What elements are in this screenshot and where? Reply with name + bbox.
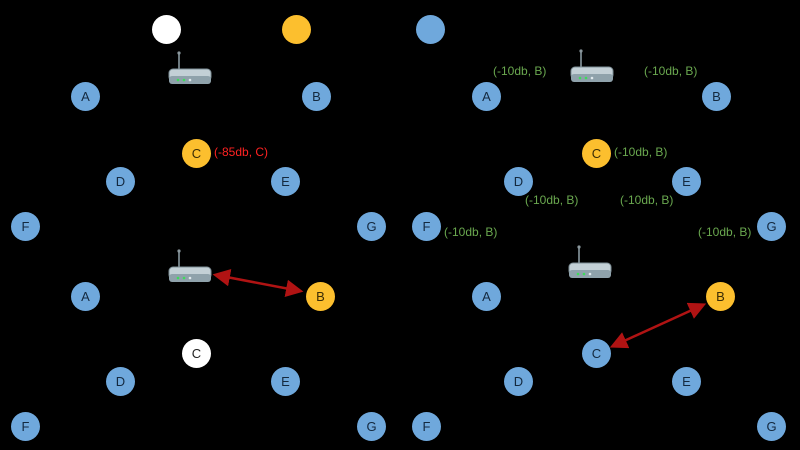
node-E: E (672, 167, 701, 196)
node-E: E (672, 367, 701, 396)
node-C: C (182, 339, 211, 368)
C-to-B-arrow (609, 302, 707, 349)
signal-annotation: (-10db, B) (644, 64, 698, 78)
node-A: A (71, 282, 100, 311)
node-G: G (757, 212, 786, 241)
legend-white-circle (152, 15, 181, 44)
node-A: A (472, 282, 501, 311)
signal-annotation: (-85db, C) (214, 145, 269, 159)
node-D: D (106, 367, 135, 396)
node-A: A (71, 82, 100, 111)
node-C: C (182, 139, 211, 168)
node-B: B (306, 282, 335, 311)
node-E: E (271, 167, 300, 196)
node-E: E (271, 367, 300, 396)
node-D: D (504, 167, 533, 196)
signal-annotation: (-10db, B) (698, 225, 752, 239)
node-D: D (106, 167, 135, 196)
node-G: G (757, 412, 786, 441)
legend-blue-circle (416, 15, 445, 44)
signal-annotation: (-10db, B) (620, 193, 674, 207)
node-B: B (302, 82, 331, 111)
node-G: G (357, 412, 386, 441)
node-F: F (11, 212, 40, 241)
node-B: B (702, 82, 731, 111)
node-C: C (582, 139, 611, 168)
wifi-router-icon (566, 244, 614, 286)
node-C: C (582, 339, 611, 368)
wifi-router-icon (166, 248, 214, 290)
router-to-B-arrow (212, 269, 304, 297)
wifi-router-icon (166, 50, 214, 92)
node-F: F (412, 412, 441, 441)
node-F: F (412, 212, 441, 241)
node-G: G (357, 212, 386, 241)
signal-annotation: (-10db, B) (493, 64, 547, 78)
signal-annotation: (-10db, B) (444, 225, 498, 239)
wifi-router-icon (568, 48, 616, 90)
signal-annotation: (-10db, B) (525, 193, 579, 207)
node-D: D (504, 367, 533, 396)
node-A: A (472, 82, 501, 111)
node-B: B (706, 282, 735, 311)
signal-annotation: (-10db, B) (614, 145, 668, 159)
node-F: F (11, 412, 40, 441)
legend-yellow-circle (282, 15, 311, 44)
